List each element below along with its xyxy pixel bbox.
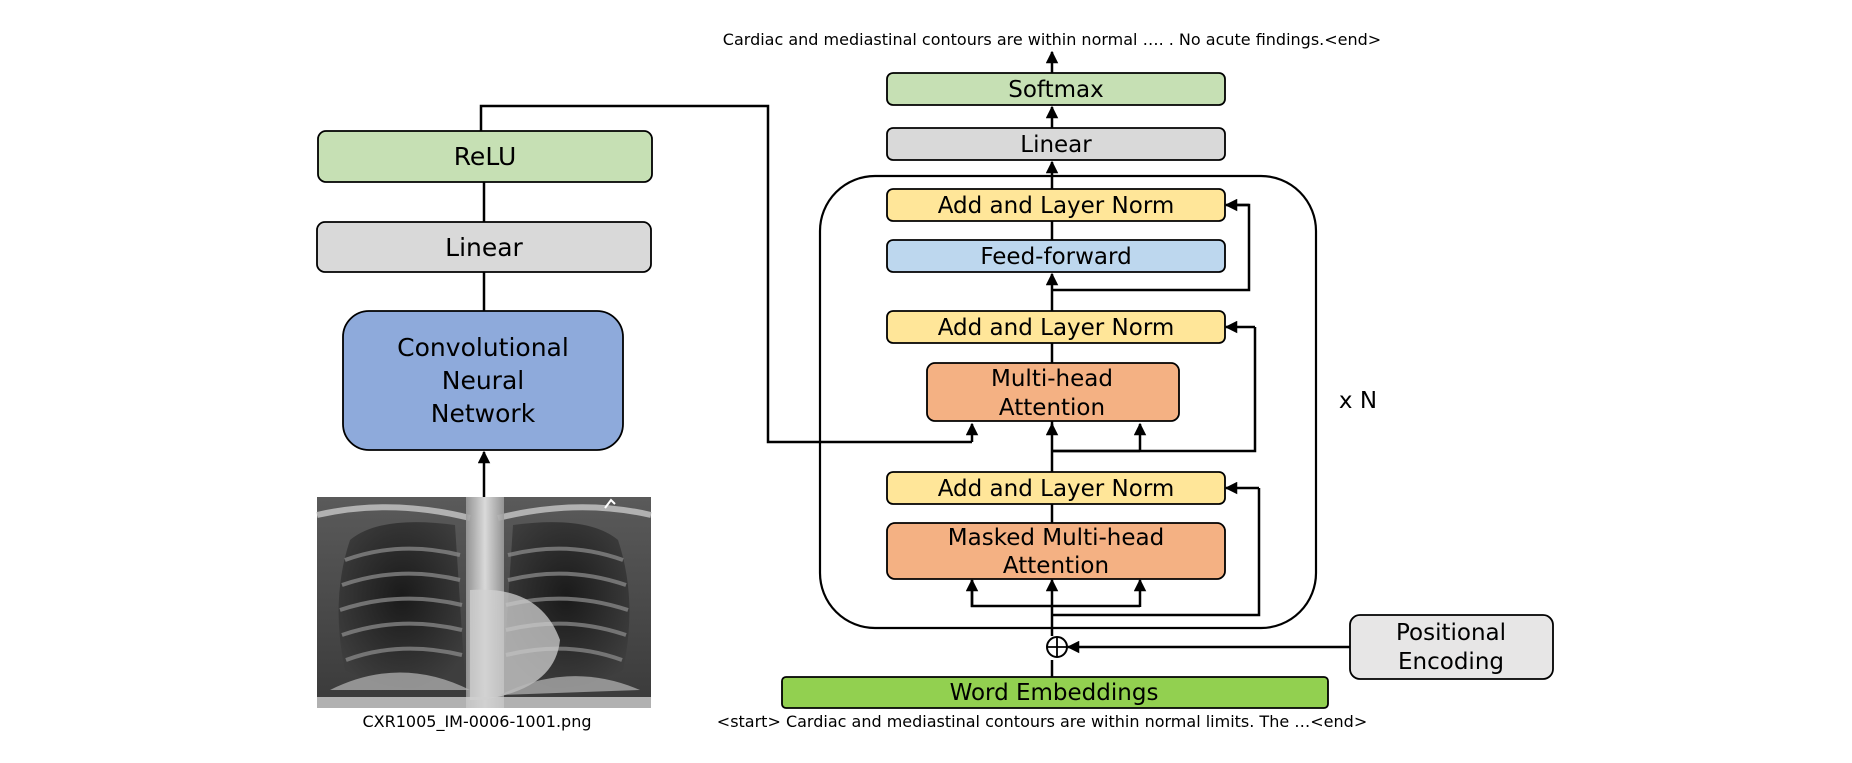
add-node xyxy=(1046,636,1068,658)
relu-label: ReLU xyxy=(454,142,517,171)
add-norm-label-top: Add and Layer Norm xyxy=(938,193,1175,219)
cnn-label-line2: Neural xyxy=(442,366,524,395)
feed-forward-label: Feed-forward xyxy=(980,244,1131,270)
cnn-label-line1: Convolutional xyxy=(397,333,569,362)
input-caption: <start> Cardiac and mediastinal contours… xyxy=(717,712,1367,731)
softmax-box: Softmax xyxy=(886,72,1226,106)
masked-mha-label-line1: Masked Multi-head xyxy=(948,525,1164,551)
cnn-label-line3: Network xyxy=(431,399,536,428)
encoder-linear-box: Linear xyxy=(316,221,652,273)
add-norm-box-top: Add and Layer Norm xyxy=(886,188,1226,222)
repeat-label: x N xyxy=(1339,388,1377,414)
positional-encoding-box: Positional Encoding xyxy=(1349,614,1554,680)
add-norm-label-middle: Add and Layer Norm xyxy=(938,315,1175,341)
decoder-block-frame xyxy=(818,174,1318,630)
add-norm-box-bottom: Add and Layer Norm xyxy=(886,471,1226,505)
masked-multi-head-attention-box: Masked Multi-head Attention xyxy=(886,522,1226,580)
mha-label-line1: Multi-head xyxy=(991,366,1113,392)
feed-forward-box: Feed-forward xyxy=(886,239,1226,273)
word-embeddings-box: Word Embeddings xyxy=(781,676,1329,709)
positional-encoding-label-line2: Encoding xyxy=(1398,649,1504,675)
cnn-box: Convolutional Neural Network xyxy=(342,310,624,451)
relu-box: ReLU xyxy=(317,130,653,183)
positional-encoding-label-line1: Positional xyxy=(1396,620,1506,646)
multi-head-attention-box: Multi-head Attention xyxy=(926,362,1180,422)
add-norm-label-bottom: Add and Layer Norm xyxy=(938,476,1175,502)
encoder-linear-label: Linear xyxy=(445,233,523,262)
output-caption: Cardiac and mediastinal contours are wit… xyxy=(723,30,1381,49)
chest-xray-image xyxy=(316,497,652,708)
image-filename: CXR1005_IM-0006-1001.png xyxy=(362,712,591,732)
masked-mha-label-line2: Attention xyxy=(1003,553,1109,579)
softmax-label: Softmax xyxy=(1008,77,1104,103)
decoder-linear-label: Linear xyxy=(1020,132,1092,158)
decoder-connectors xyxy=(965,50,1350,677)
encoder-connectors xyxy=(477,104,979,497)
add-norm-box-middle: Add and Layer Norm xyxy=(886,310,1226,344)
decoder-linear-box: Linear xyxy=(886,127,1226,161)
word-embeddings-label: Word Embeddings xyxy=(950,680,1159,706)
mha-label-line2: Attention xyxy=(999,395,1105,421)
